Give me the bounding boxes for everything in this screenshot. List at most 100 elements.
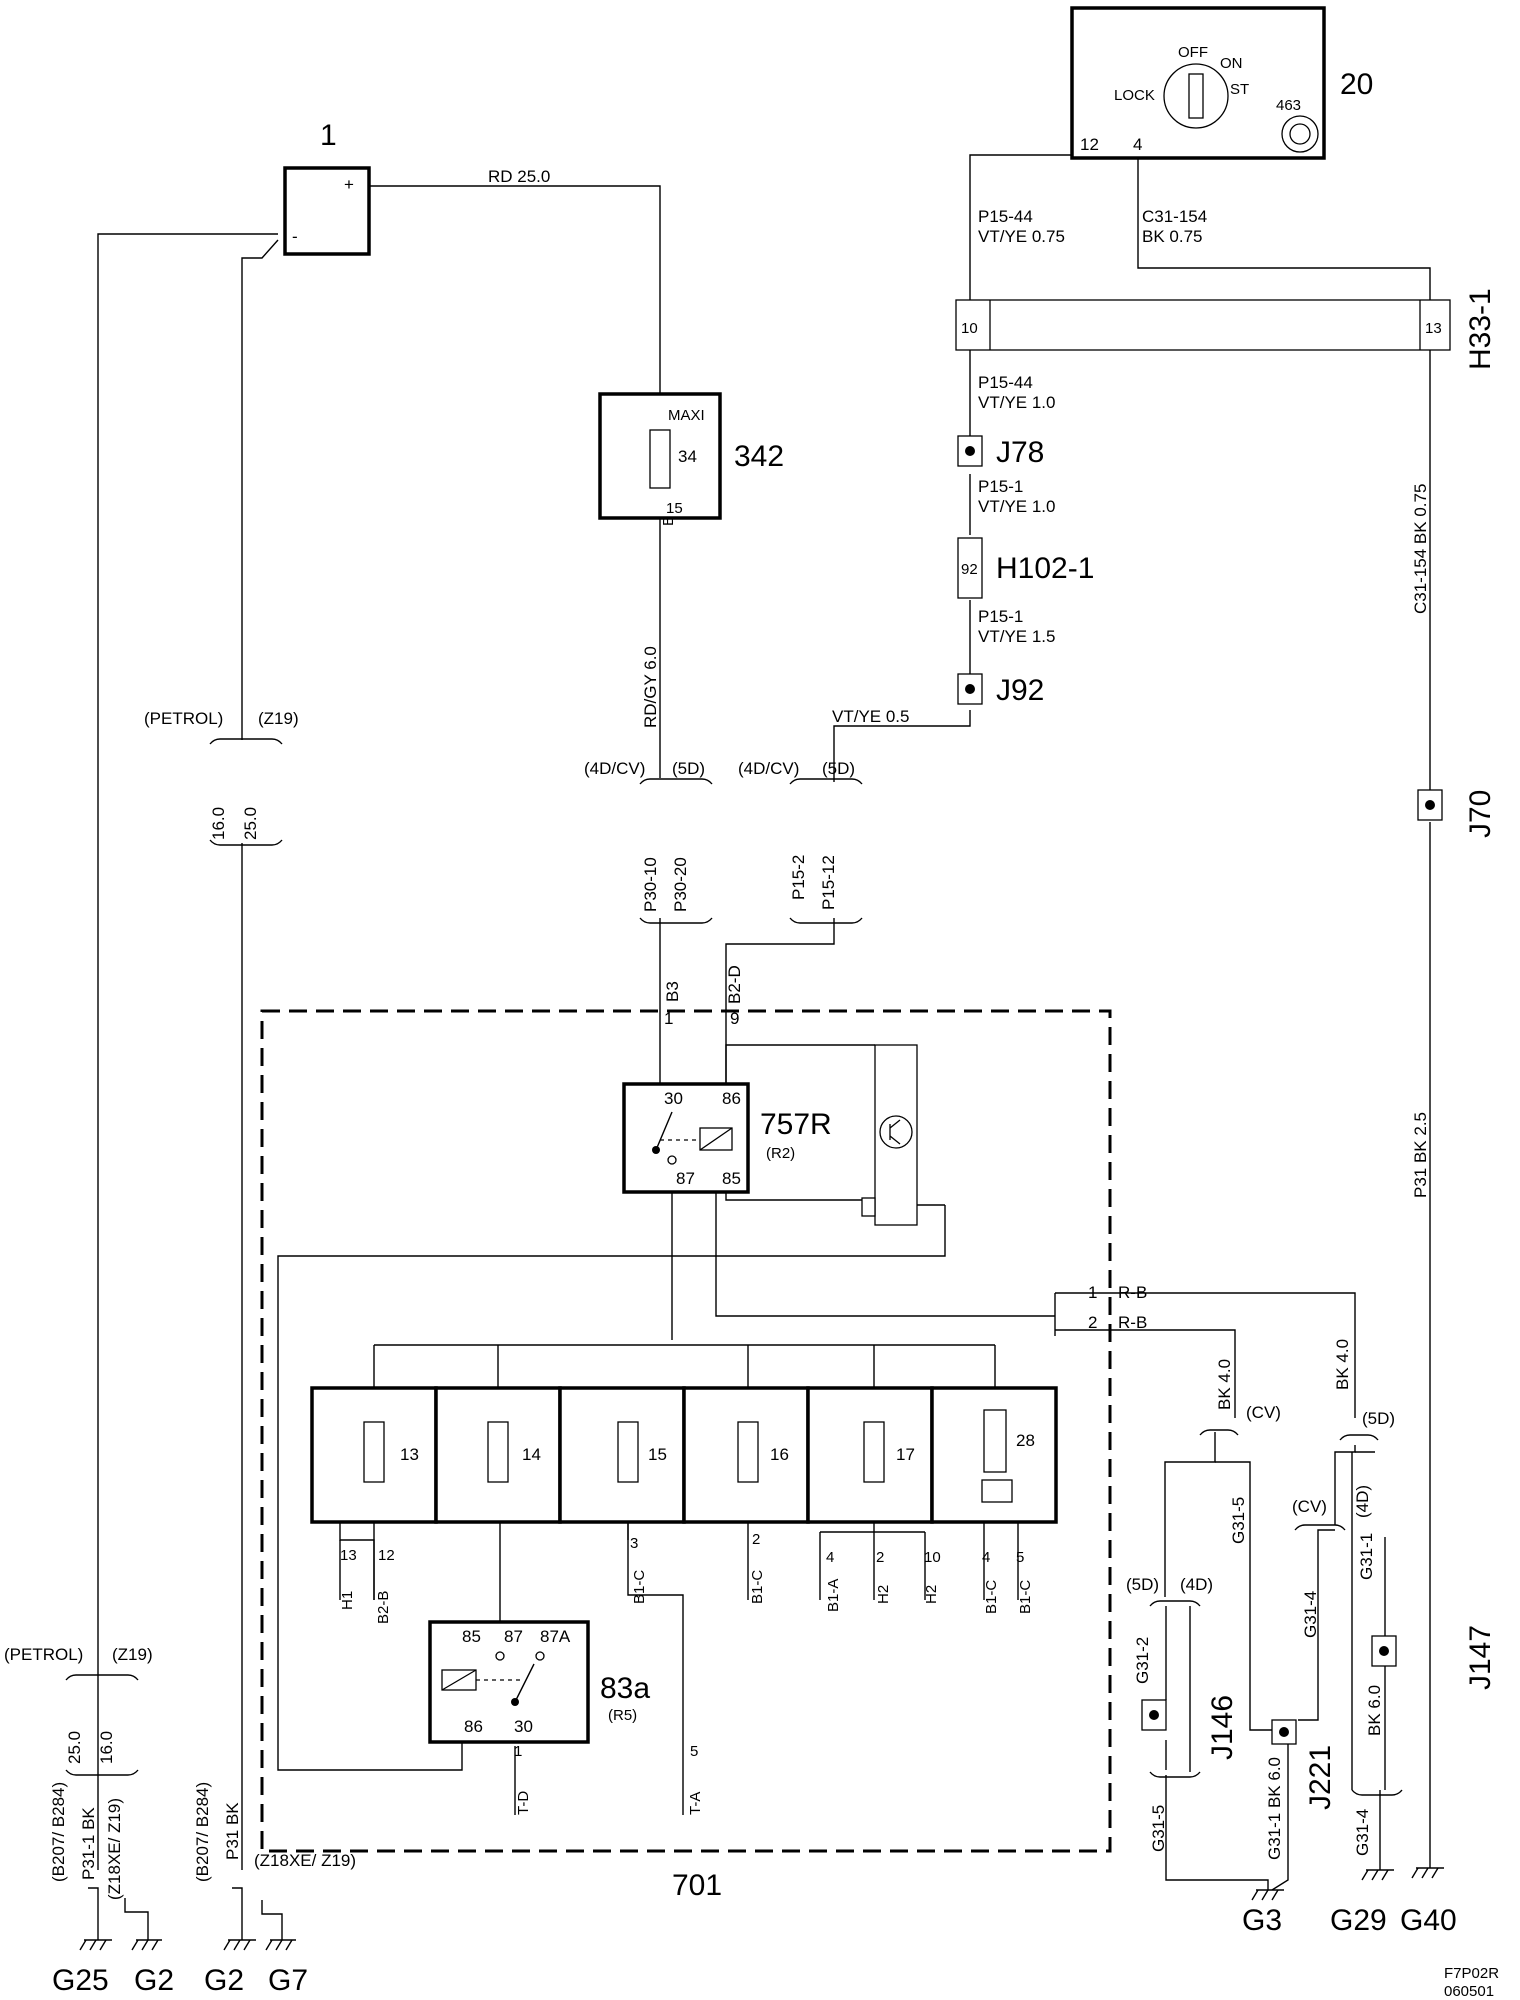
svg-text:5: 5 (1016, 1549, 1024, 1566)
svg-text:(B207/ B284): (B207/ B284) (49, 1782, 68, 1882)
fuse-16-label: 16 (770, 1445, 789, 1464)
battery-plus: + (344, 175, 354, 194)
maxi-id: 342 (734, 440, 784, 473)
svg-text:(5D): (5D) (1126, 1575, 1159, 1594)
battery: 1 + - (283, 119, 371, 256)
battery-id: 1 (320, 119, 337, 152)
svg-text:(B207/ B284): (B207/ B284) (193, 1782, 212, 1882)
svg-text:C31-154: C31-154 (1142, 207, 1207, 226)
splice-j92: J92 (996, 674, 1044, 707)
svg-text:(5D): (5D) (672, 759, 705, 778)
svg-text:C31-154 BK 0.75: C31-154 BK 0.75 (1411, 484, 1430, 614)
svg-text:BK 4.0: BK 4.0 (1333, 1339, 1352, 1390)
r83-pin-87: 87 (504, 1627, 523, 1646)
ign-inner-id: 463 (1276, 97, 1301, 114)
svg-text:16.0: 16.0 (97, 1731, 116, 1764)
r757-pin-85: 85 (722, 1169, 741, 1188)
svg-text:H2: H2 (923, 1585, 940, 1604)
ign-pin-12: 12 (1080, 135, 1099, 154)
fuse-15-label: 15 (648, 1445, 667, 1464)
maxi-pin: 15 (666, 500, 683, 517)
svg-text:2: 2 (1088, 1313, 1097, 1332)
r83-pin-86: 86 (464, 1717, 483, 1736)
svg-text:RD/GY 6.0: RD/GY 6.0 (641, 646, 660, 728)
svg-text:BK 0.75: BK 0.75 (1142, 227, 1203, 246)
ground-g25: G25 (52, 1964, 109, 1997)
svg-text:B2-B: B2-B (375, 1591, 392, 1624)
svg-text:P15-12: P15-12 (819, 855, 838, 910)
svg-text:VT/YE 1.0: VT/YE 1.0 (978, 497, 1055, 516)
svg-text:(4D/CV): (4D/CV) (738, 759, 799, 778)
svg-text:13: 13 (340, 1547, 357, 1564)
r757-id: 757R (760, 1108, 832, 1141)
svg-text:G31-1 BK 6.0: G31-1 BK 6.0 (1265, 1757, 1284, 1860)
svg-text:(4D): (4D) (1353, 1485, 1372, 1518)
ground-g2-a: G2 (134, 1964, 174, 1997)
svg-text:G31-1: G31-1 (1357, 1533, 1376, 1580)
r83-id: 83a (600, 1672, 650, 1705)
relay-757r: 30 86 87 85 757R (R2) (622, 1044, 945, 1226)
svg-text:4: 4 (826, 1549, 834, 1566)
svg-text:B3: B3 (663, 981, 682, 1002)
svg-text:25.0: 25.0 (241, 807, 260, 840)
svg-text:T-A: T-A (687, 1792, 704, 1815)
ground-g3: G3 (1242, 1904, 1282, 1937)
svg-text:2: 2 (752, 1531, 760, 1548)
svg-text:(Z18XE/ Z19): (Z18XE/ Z19) (105, 1798, 124, 1900)
svg-text:12: 12 (378, 1547, 395, 1564)
splice-j221: J221 (1304, 1745, 1337, 1810)
svg-text:9: 9 (730, 1009, 739, 1028)
r83-pin-85: 85 (462, 1627, 481, 1646)
svg-text:BK 4.0: BK 4.0 (1215, 1359, 1234, 1410)
svg-text:1: 1 (1088, 1283, 1097, 1302)
svg-text:G31-2: G31-2 (1133, 1637, 1152, 1684)
fuse-13-label: 13 (400, 1445, 419, 1464)
h33-id: H33-1 (1464, 288, 1497, 370)
maxi-number: 34 (678, 447, 697, 466)
maxi-pin-letter: B (660, 516, 677, 526)
connector-brackets (65, 738, 1403, 1796)
svg-text:1: 1 (514, 1743, 522, 1760)
svg-text:B1-C: B1-C (749, 1570, 766, 1604)
fuse-17-label: 17 (896, 1445, 915, 1464)
svg-text:(5D): (5D) (1362, 1409, 1395, 1428)
ign-on: ON (1220, 55, 1243, 72)
svg-text:P30-20: P30-20 (671, 857, 690, 912)
svg-text:P30-10: P30-10 (641, 857, 660, 912)
svg-text:P15-2: P15-2 (789, 855, 808, 900)
svg-text:RD 25.0: RD 25.0 (488, 167, 550, 186)
r83-pin-87a: 87A (540, 1627, 571, 1646)
svg-text:B1-C: B1-C (631, 1570, 648, 1604)
ign-id: 20 (1340, 68, 1373, 101)
grounds: G25 G2 G2 G7 G3 G29 G40 (52, 1867, 1457, 1997)
h102-pin: 92 (961, 561, 978, 578)
svg-text:4: 4 (982, 1549, 990, 1566)
ign-pin-4: 4 (1133, 135, 1142, 154)
svg-text:B1-C: B1-C (1017, 1580, 1034, 1614)
svg-text:G31-4: G31-4 (1301, 1591, 1320, 1638)
svg-text:(CV): (CV) (1292, 1497, 1327, 1516)
svg-text:P15-44: P15-44 (978, 373, 1033, 392)
svg-text:(4D): (4D) (1180, 1575, 1213, 1594)
r757-pin-30: 30 (664, 1089, 683, 1108)
r83-sub: (R5) (608, 1707, 637, 1724)
splice-j147: J147 (1464, 1625, 1497, 1690)
fuse-28-label: 28 (1016, 1431, 1035, 1450)
h33-pin-10: 10 (961, 320, 978, 337)
svg-text:B1-C: B1-C (983, 1580, 1000, 1614)
svg-text:G31-5: G31-5 (1149, 1805, 1168, 1852)
fuse-14-label: 14 (522, 1445, 541, 1464)
svg-text:P15-1: P15-1 (978, 477, 1023, 496)
svg-text:R-B: R-B (1118, 1313, 1147, 1332)
module-701: 701 (260, 1009, 1112, 1902)
svg-text:(Z18XE/ Z19): (Z18XE/ Z19) (254, 1851, 356, 1870)
ground-g2-b: G2 (204, 1964, 244, 1997)
footer-date: 060501 (1444, 1983, 1494, 2000)
svg-text:VT/YE 1.5: VT/YE 1.5 (978, 627, 1055, 646)
svg-text:B1-A: B1-A (825, 1579, 842, 1612)
svg-text:G31-4: G31-4 (1353, 1809, 1372, 1856)
svg-text:P15-44: P15-44 (978, 207, 1033, 226)
svg-text:R-B: R-B (1118, 1283, 1147, 1302)
connector-h33: 10 13 H33-1 (955, 288, 1497, 370)
